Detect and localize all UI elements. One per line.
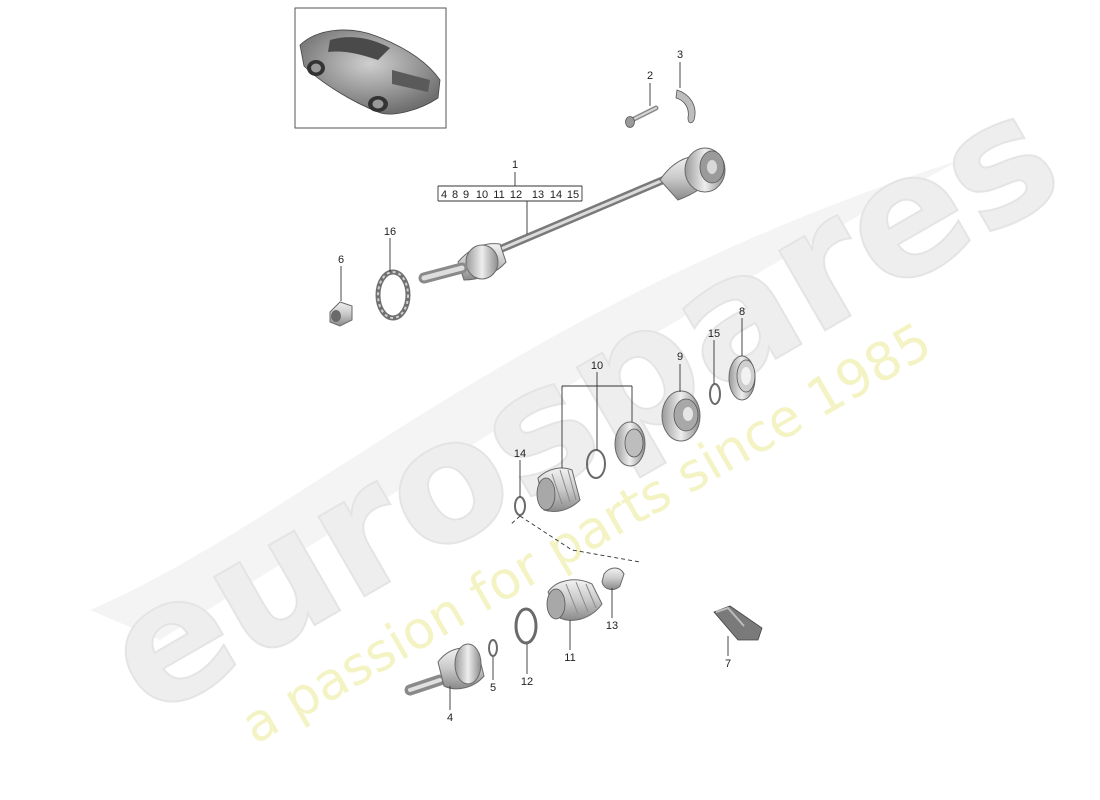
callout-5: 5 bbox=[490, 682, 496, 694]
ref-11: 11 bbox=[493, 189, 504, 201]
callout-8: 8 bbox=[739, 306, 745, 318]
callout-4: 4 bbox=[447, 712, 453, 724]
boot-kit-10-part bbox=[536, 421, 646, 513]
watermark: eurospares a passion for parts since 198… bbox=[71, 53, 1091, 756]
callout-leaders bbox=[340, 62, 743, 710]
assembly-dashed-line bbox=[509, 515, 641, 563]
callout-6: 6 bbox=[338, 254, 344, 266]
drive-shaft-part bbox=[418, 147, 726, 284]
circlip-5-part bbox=[488, 639, 498, 657]
joint-9-part bbox=[661, 390, 701, 442]
joint-housing-8-part bbox=[728, 355, 756, 401]
callout-3: 3 bbox=[677, 49, 683, 61]
callout-15: 15 bbox=[708, 328, 720, 340]
bolt-part bbox=[625, 105, 659, 128]
ref-14: 14 bbox=[550, 189, 562, 201]
callout-14: 14 bbox=[514, 448, 526, 460]
outer-joint-4-part bbox=[404, 643, 485, 696]
ref-4: 4 bbox=[441, 189, 447, 201]
circlip-15-part bbox=[709, 383, 721, 405]
ref-10: 10 bbox=[476, 189, 488, 201]
callout-2: 2 bbox=[647, 70, 653, 82]
callout-11: 11 bbox=[564, 652, 575, 664]
callout-labels: 1 2 3 4 5 6 7 8 9 10 11 12 13 14 15 16 bbox=[338, 49, 745, 724]
grease-tube-7-part bbox=[713, 605, 763, 641]
callout-16: 16 bbox=[384, 226, 396, 238]
callout-12: 12 bbox=[521, 676, 533, 688]
ref-12: 12 bbox=[510, 189, 522, 201]
locking-plate-part bbox=[675, 89, 696, 124]
ref-15: 15 bbox=[567, 189, 579, 201]
callout-10: 10 bbox=[591, 360, 603, 372]
clamp-13-part bbox=[601, 567, 625, 590]
callout-9: 9 bbox=[677, 351, 683, 363]
callout-13: 13 bbox=[606, 620, 618, 632]
ref-8: 8 bbox=[452, 189, 458, 201]
vehicle-thumbnail bbox=[294, 7, 447, 129]
watermark-brand: eurospares bbox=[72, 54, 1090, 755]
boot-11-part bbox=[546, 579, 603, 621]
nut-6-part bbox=[329, 301, 353, 327]
part-1-ref-list: 4 8 9 10 11 12 13 14 15 bbox=[441, 189, 579, 201]
callout-7: 7 bbox=[725, 658, 731, 670]
callout-1: 1 bbox=[512, 159, 518, 171]
ref-9: 9 bbox=[463, 189, 469, 201]
ring-16-part bbox=[375, 269, 411, 321]
clamp-ring-12-part bbox=[514, 607, 538, 645]
ref-13: 13 bbox=[532, 189, 544, 201]
